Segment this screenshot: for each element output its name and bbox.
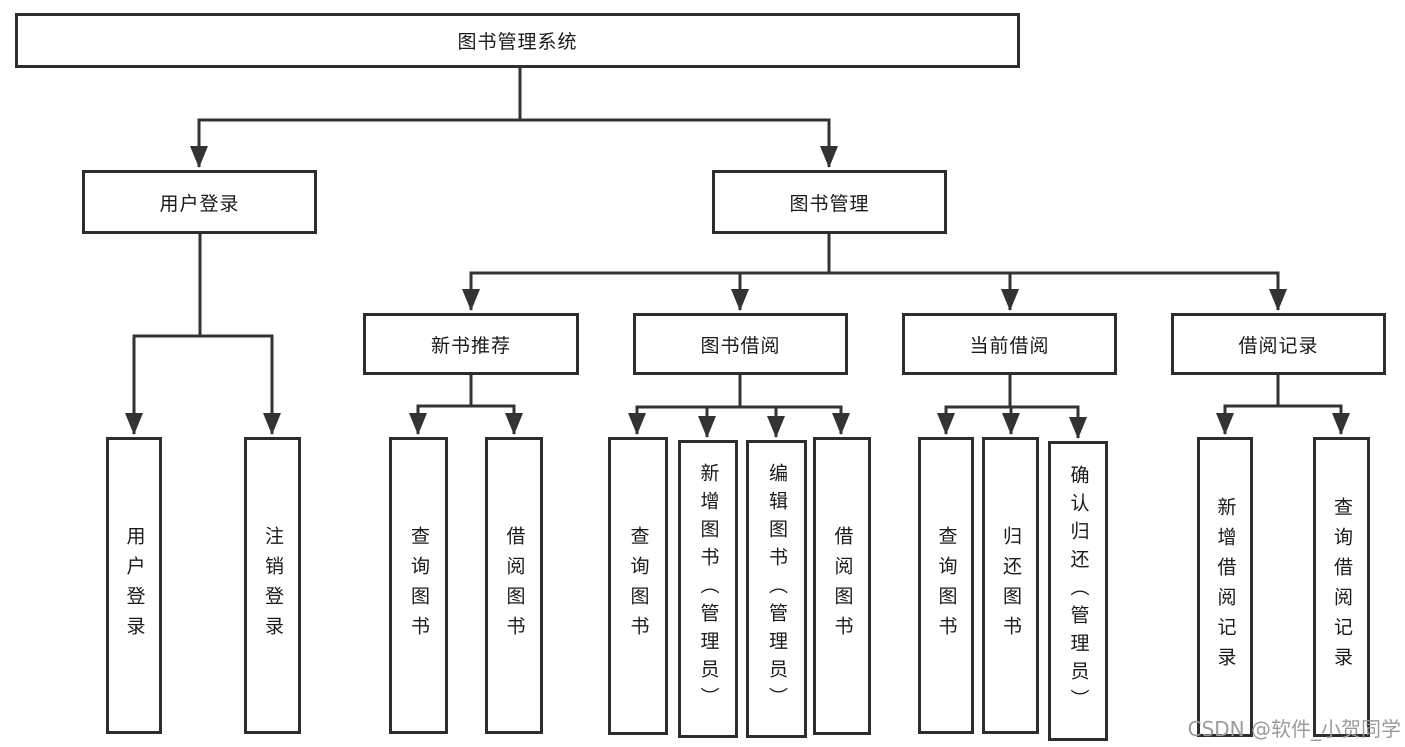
leaf-label: 用户登录	[123, 525, 146, 646]
leaf-edit-books-admin: 编辑图书（管理员）	[746, 440, 807, 738]
leaf-label: 注销登录	[262, 525, 284, 646]
connector-rails	[132, 64, 1343, 409]
leaf-borrow-books: 借阅图书	[485, 437, 543, 734]
node-label: 借阅记录	[1238, 334, 1319, 357]
leaf-label: 新增图书（管理员）	[697, 463, 720, 715]
node-label: 图书借阅	[700, 334, 781, 357]
node-label: 图书管理系统	[457, 31, 578, 53]
leaf-query-books: 查询图书	[389, 437, 448, 734]
node-label: 图书管理	[789, 192, 870, 215]
leaf-query-books: 查询图书	[918, 437, 974, 734]
leaf-logout: 注销登录	[244, 437, 301, 734]
leaf-label: 借阅图书	[503, 525, 526, 646]
node-borrowing-records: 借阅记录	[1171, 313, 1386, 375]
leaf-label: 确认归还（管理员）	[1067, 465, 1090, 717]
leaf-label: 新增借阅记录	[1214, 497, 1237, 677]
node-label: 新书推荐	[430, 334, 511, 357]
node-new-book-recommendation: 新书推荐	[363, 313, 579, 375]
leaf-add-books-admin: 新增图书（管理员）	[678, 440, 738, 738]
leaf-add-borrow-record: 新增借阅记录	[1197, 437, 1253, 737]
node-current-borrowing: 当前借阅	[902, 313, 1117, 375]
leaf-return-books: 归还图书	[982, 437, 1039, 734]
leaf-label: 归还图书	[1000, 525, 1022, 646]
leaf-label: 查询图书	[935, 525, 958, 646]
leaf-label: 查询借阅记录	[1331, 497, 1353, 677]
node-book-borrowing: 图书借阅	[633, 313, 848, 375]
node-label: 用户登录	[159, 192, 240, 215]
leaf-query-borrow-record: 查询借阅记录	[1313, 437, 1370, 737]
leaf-label: 借阅图书	[831, 526, 854, 646]
node-user-login: 用户登录	[82, 170, 317, 234]
leaf-user-login: 用户登录	[106, 437, 162, 734]
leaf-label: 查询图书	[627, 526, 650, 646]
csdn-watermark: CSDN @软件_小贺同学	[1187, 717, 1401, 741]
leaf-borrow-books: 借阅图书	[813, 437, 871, 735]
node-label: 当前借阅	[969, 334, 1050, 357]
node-library-management-system: 图书管理系统	[15, 13, 1020, 68]
leaf-label: 查询图书	[408, 525, 430, 646]
leaf-confirm-return-admin: 确认归还（管理员）	[1048, 441, 1108, 741]
leaf-query-books: 查询图书	[608, 437, 668, 735]
node-book-management: 图书管理	[712, 170, 947, 234]
leaf-label: 编辑图书（管理员）	[766, 463, 788, 715]
